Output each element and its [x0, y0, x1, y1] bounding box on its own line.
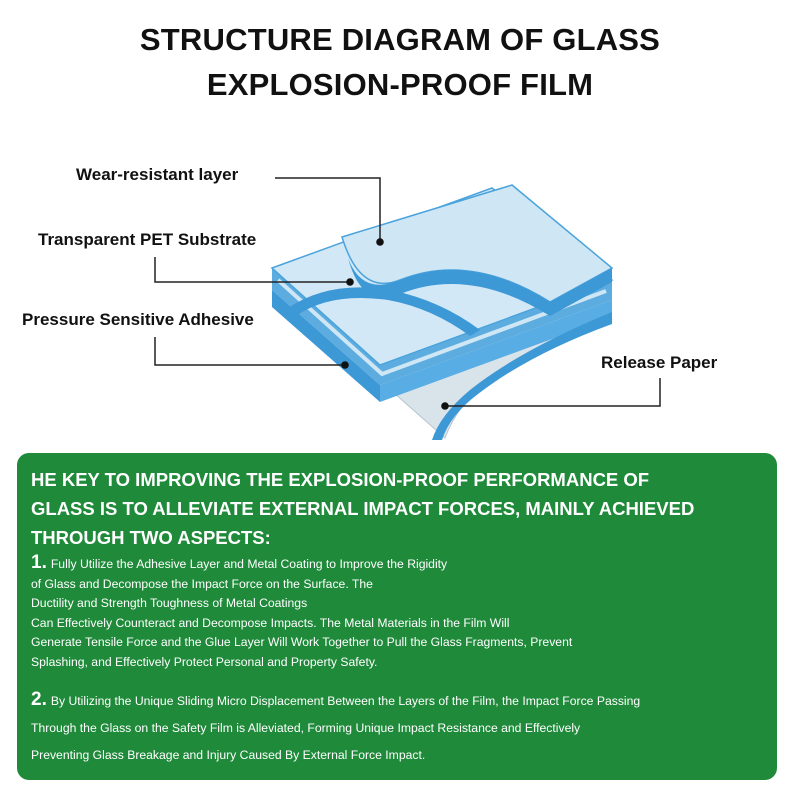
adhesive-inner-highlight: [276, 278, 607, 377]
point-2-line: 2.By Utilizing the Unique Sliding Micro …: [31, 686, 640, 715]
label-release-paper: Release Paper: [601, 353, 718, 372]
pet-substrate-front-edge: [272, 290, 380, 402]
label-pressure-sensitive-adhesive: Pressure Sensitive Adhesive: [22, 310, 254, 329]
adhesive-leader-dot: [341, 361, 349, 369]
point-2-text: By Utilizing the Unique Sliding Micro Di…: [50, 694, 641, 708]
info-heading-line: GLASS IS TO ALLEVIATE EXTERNAL IMPACT FO…: [31, 498, 695, 519]
info-heading: HE KEY TO IMPROVING THE EXPLOSION-PROOF …: [31, 465, 761, 552]
release-leader-line: [445, 378, 661, 407]
point-2-number: 2.: [31, 689, 47, 710]
leader-dots: [341, 238, 449, 410]
page-title-line-2: EXPLOSION-PROOF FILM: [206, 67, 594, 102]
point-1-text: Fully Utilize the Adhesive Layer and Met…: [50, 557, 448, 571]
film-structure-diagram: Wear-resistant layer Transparent PET Sub…: [0, 140, 800, 450]
pet-leader-dot: [346, 278, 354, 286]
point-1-line: 1.Fully Utilize the Adhesive Layer and M…: [31, 553, 572, 575]
point-1-line: Can Effectively Counteract and Decompose…: [31, 615, 510, 630]
point-1-line: Generate Tensile Force and the Glue Laye…: [31, 635, 573, 649]
layer-stack-illustration: [154, 177, 661, 440]
label-wear-resistant-layer: Wear-resistant layer: [76, 165, 239, 184]
page-title-line-1: STRUCTURE DIAGRAM OF GLASS: [139, 22, 661, 57]
label-pet-substrate: Transparent PET Substrate: [38, 230, 257, 249]
wear-leader-dot: [376, 238, 384, 246]
wear-resistant-layer-edge: [348, 258, 612, 316]
point-1-line: Ductility and Strength Toughness of Meta…: [31, 596, 308, 610]
pet-substrate-side-edge: [380, 300, 612, 402]
info-heading-line: HE KEY TO IMPROVING THE EXPLOSION-PROOF …: [31, 469, 650, 490]
point-2: 2.By Utilizing the Unique Sliding Micro …: [31, 686, 640, 769]
release-leader-dot: [441, 402, 449, 410]
info-panel: HE KEY TO IMPROVING THE EXPLOSION-PROOF …: [17, 453, 777, 780]
point-1-line: Splashing, and Effectively Protect Perso…: [31, 654, 378, 669]
adhesive-layer-band: [272, 268, 612, 385]
adhesive-leader-line: [154, 337, 345, 366]
pet-leader-line: [154, 257, 350, 283]
info-heading-line: THROUGH TWO ASPECTS:: [31, 527, 271, 548]
point-2-line: Preventing Glass Breakage and Injury Cau…: [31, 748, 426, 762]
point-2-line: Through the Glass on the Safety Film is …: [31, 721, 581, 735]
point-1-line: of Glass and Decompose the Impact Force …: [31, 576, 373, 591]
leader-lines: [154, 177, 661, 407]
point-1: 1.Fully Utilize the Adhesive Layer and M…: [31, 553, 572, 672]
point-1-number: 1.: [31, 552, 47, 573]
release-paper-curl: [432, 312, 612, 440]
wear-leader-line: [275, 177, 381, 242]
pet-curl-band: [288, 287, 480, 336]
